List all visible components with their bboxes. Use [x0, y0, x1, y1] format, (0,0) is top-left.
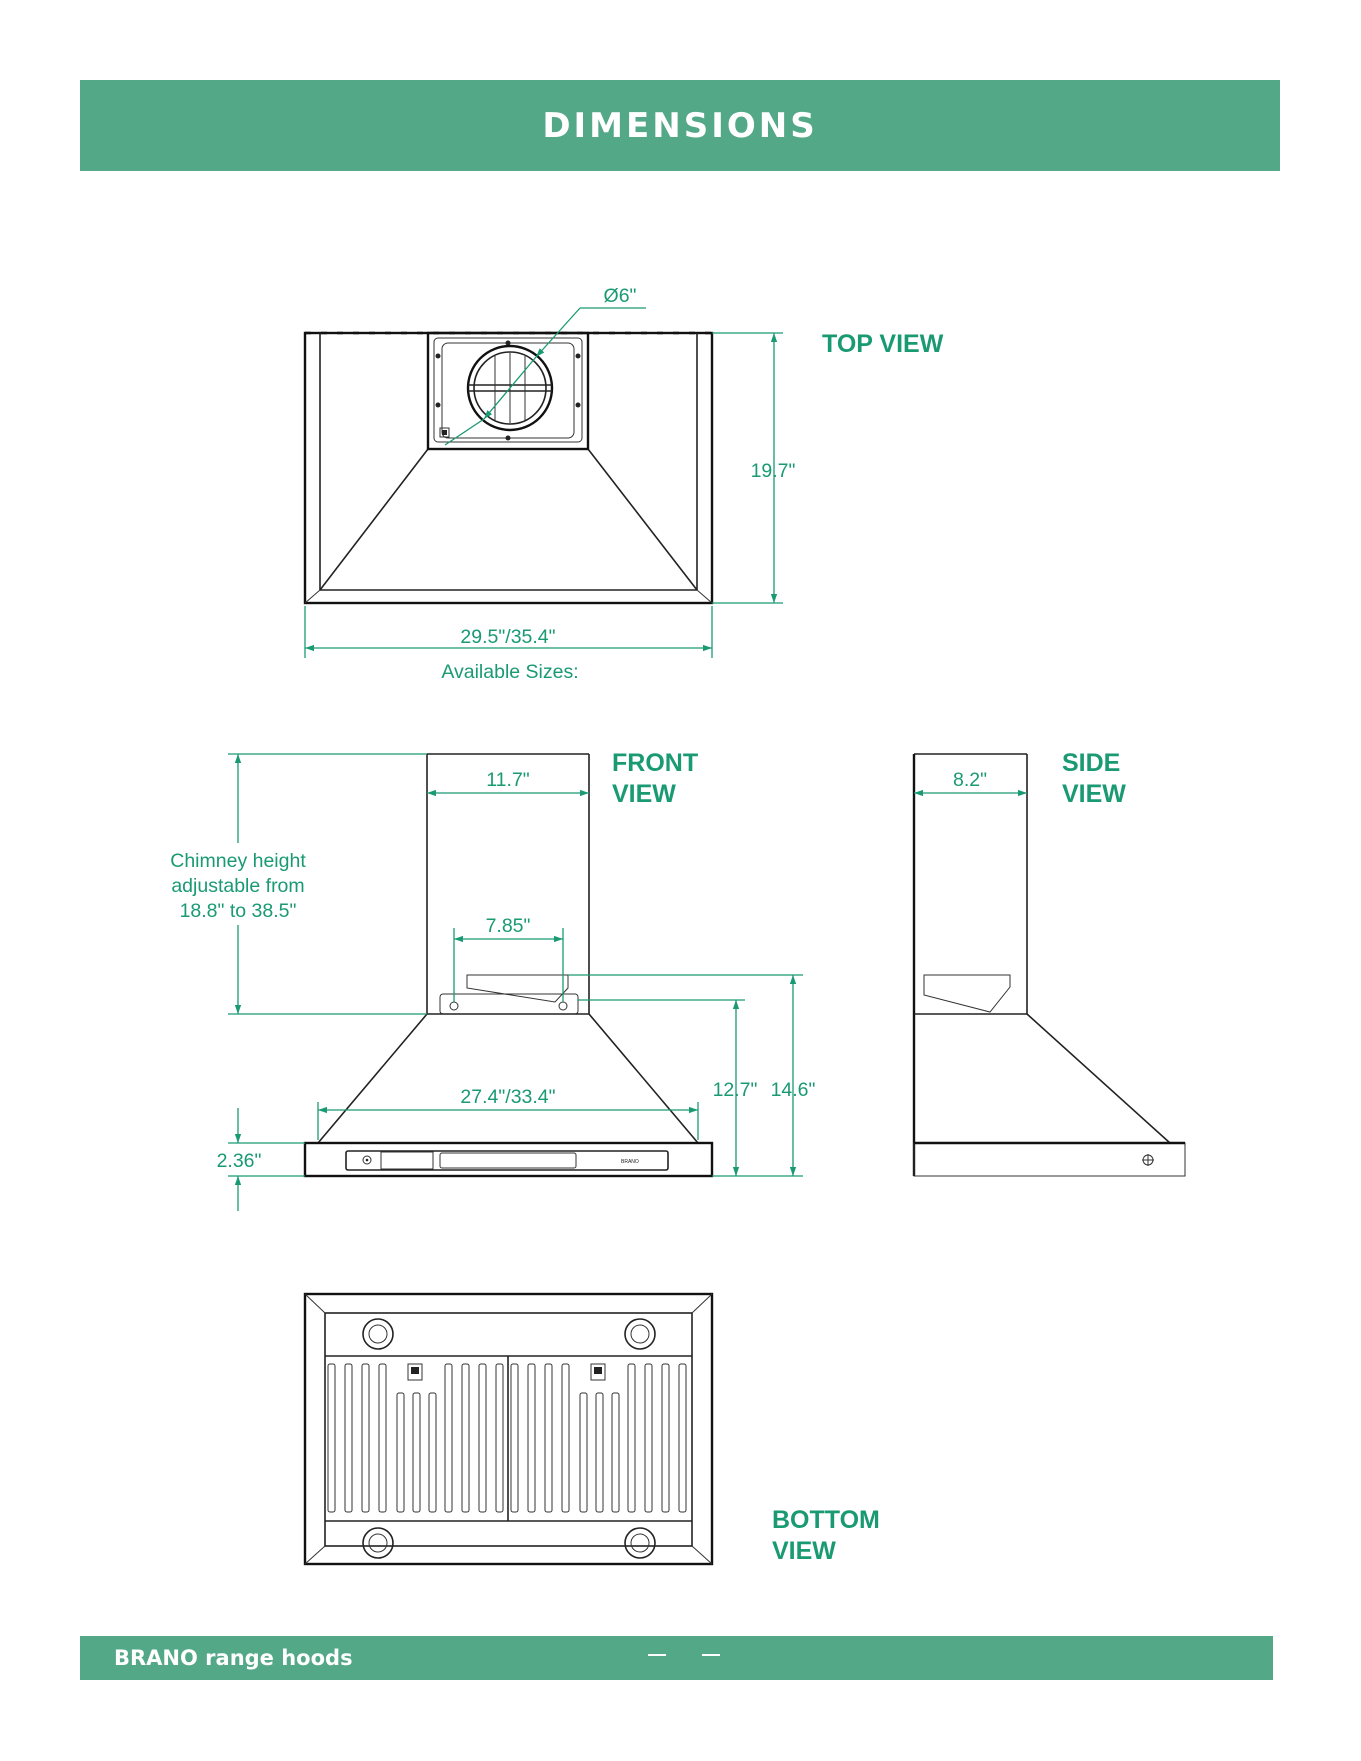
- baffle-slot: [562, 1364, 569, 1512]
- filter-handle-grip: [594, 1367, 602, 1374]
- bottom-view-title-1: BOTTOM: [772, 1506, 880, 1534]
- available-sizes-label: Available Sizes:: [441, 661, 578, 683]
- baffle-slot: [528, 1364, 535, 1512]
- baffle-slot: [628, 1364, 635, 1512]
- chimney-height-label-2: adjustable from: [171, 875, 304, 897]
- bottom-view-title-2: VIEW: [772, 1537, 836, 1565]
- front-view-outline: BRANO: [305, 754, 712, 1176]
- footer-brand: BRANO range hoods: [114, 1646, 353, 1670]
- baffle-slot: [662, 1364, 669, 1512]
- side-view-title-2: VIEW: [1062, 780, 1126, 808]
- front-view-title-1: FRONT: [612, 749, 698, 777]
- bracket-spacing-label: 7.85": [486, 915, 531, 937]
- base-height-dimension: 2.36": [217, 1108, 305, 1211]
- bottom-view: BOTTOM VIEW: [305, 1294, 880, 1565]
- chimney-height-dimension: Chimney height adjustable from 18.8" to …: [158, 754, 427, 1014]
- top-view-title: TOP VIEW: [822, 330, 944, 358]
- top-view: Ø6" 19.7" 29.5"/35.4" Available Sizes: T…: [305, 285, 944, 683]
- top-depth-label: 19.7": [751, 460, 796, 482]
- side-view-outline: [914, 754, 1185, 1176]
- footer-band: BRANO range hoods: [80, 1636, 1273, 1680]
- baffle-slot: [462, 1364, 469, 1512]
- top-depth-dimension: 19.7": [712, 333, 796, 603]
- baffle-filters: [328, 1364, 686, 1512]
- side-chimney-depth-dimension: 8.2": [914, 769, 1027, 793]
- total-height-dimension: 14.6": [568, 975, 816, 1176]
- chimney-height-label-3: 18.8" to 38.5": [180, 900, 297, 922]
- baffle-slot: [580, 1393, 587, 1512]
- baffle-slot: [596, 1393, 603, 1512]
- canopy-width-label: 27.4"/33.4": [460, 1086, 555, 1108]
- baffle-slot: [545, 1364, 552, 1512]
- side-chimney-depth-label: 8.2": [953, 769, 987, 791]
- baffle-slot: [511, 1364, 518, 1512]
- baffle-slot: [612, 1393, 619, 1512]
- baffle-slot: [362, 1364, 369, 1512]
- baffle-slot: [429, 1393, 436, 1512]
- baffle-slot: [445, 1364, 452, 1512]
- front-view-title-2: VIEW: [612, 780, 676, 808]
- canopy-height-label: 12.7": [713, 1079, 758, 1101]
- chimney-width-label: 11.7": [486, 769, 530, 791]
- top-width-label: 29.5"/35.4": [460, 626, 555, 648]
- hood-logo-text: BRANO: [621, 1159, 639, 1165]
- chimney-width-dimension: 11.7": [427, 769, 589, 793]
- side-view: 8.2" SIDE VIEW: [914, 749, 1185, 1176]
- baffle-slot: [496, 1364, 503, 1512]
- bottom-view-outline: [305, 1294, 712, 1564]
- baffle-slot: [679, 1364, 686, 1512]
- baffle-slot: [345, 1364, 352, 1512]
- filter-handle-grip: [411, 1367, 419, 1374]
- front-view: BRANO 11.7" Chimney height adjustable fr…: [158, 749, 816, 1211]
- baffle-slot: [397, 1393, 404, 1512]
- baffle-slot: [328, 1364, 335, 1512]
- baffle-slot: [479, 1364, 486, 1512]
- footer-dash: [702, 1654, 720, 1656]
- base-height-label: 2.36": [217, 1150, 262, 1172]
- baffle-slot: [413, 1393, 420, 1512]
- duct-diameter-label: Ø6": [604, 285, 637, 307]
- top-view-outline: [305, 333, 712, 603]
- baffle-slot: [379, 1364, 386, 1512]
- canopy-width-dimension: 27.4"/33.4": [318, 1086, 698, 1140]
- chimney-height-label-1: Chimney height: [170, 850, 306, 872]
- bottom-lights: [363, 1319, 655, 1558]
- side-view-title-1: SIDE: [1062, 749, 1120, 777]
- baffle-slot: [645, 1364, 652, 1512]
- canopy-height-dimension: 12.7": [578, 1000, 803, 1176]
- top-width-dimension: 29.5"/35.4" Available Sizes:: [305, 606, 712, 683]
- footer-dash: [648, 1654, 666, 1656]
- total-height-label: 14.6": [771, 1079, 816, 1101]
